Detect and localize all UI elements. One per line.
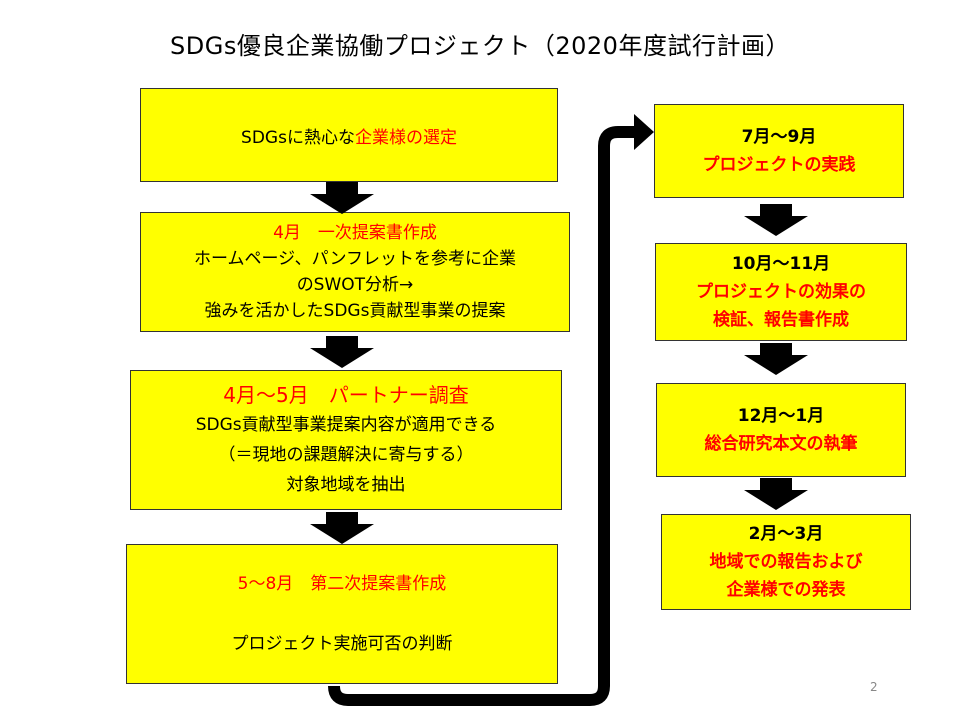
- down-arrow-icon: [744, 343, 808, 375]
- step-task: プロジェクトの実践: [702, 155, 856, 175]
- step-task: 総合研究本文の執筆: [704, 434, 858, 454]
- step-period: 2月～3月: [748, 524, 824, 544]
- step-heading: 5～8月 第二次提案書作成: [237, 574, 447, 594]
- step-effect-verification: 10月～11月 プロジェクトの効果の 検証、報告書作成: [655, 243, 907, 341]
- step-line: のSWOT分析→: [296, 275, 414, 295]
- step-task: 検証、報告書作成: [713, 310, 849, 330]
- step-task: 企業様での発表: [726, 580, 846, 600]
- step-first-proposal: 4月 一次提案書作成 ホームページ、パンフレットを参考に企業 のSWOT分析→ …: [140, 212, 570, 332]
- step-local-report: 2月～3月 地域での報告および 企業様での発表: [661, 514, 911, 610]
- slide-title: SDGs優良企業協働プロジェクト（2020年度試行計画）: [170, 32, 790, 60]
- step-period: 10月～11月: [731, 254, 831, 274]
- step-second-proposal: 5～8月 第二次提案書作成 プロジェクト実施可否の判断: [126, 544, 558, 684]
- step-heading: 4月～5月 パートナー調査: [223, 383, 469, 407]
- step-text: SDGsに熱心な: [241, 127, 355, 148]
- step-line: 対象地域を抽出: [286, 475, 406, 495]
- step-task: プロジェクトの効果の: [696, 282, 866, 302]
- step-text-highlight: 企業様の選定: [354, 127, 457, 148]
- step-partner-research: 4月～5月 パートナー調査 SDGs貢献型事業提案内容が適用できる （＝現地の課…: [130, 370, 562, 510]
- step-heading: 4月 一次提案書作成: [273, 223, 437, 243]
- down-arrow-icon: [310, 182, 374, 214]
- step-line: SDGs貢献型事業提案内容が適用できる: [195, 415, 497, 435]
- step-line: プロジェクト実施可否の判断: [231, 634, 453, 654]
- step-period: 12月～1月: [737, 406, 825, 426]
- step-line: （＝現地の課題解決に寄与する）: [218, 445, 474, 465]
- step-research-writing: 12月～1月 総合研究本文の執筆: [656, 383, 906, 477]
- down-arrow-icon: [310, 512, 374, 544]
- step-line: 強みを活かしたSDGs貢献型事業の提案: [204, 301, 506, 321]
- step-task: 地域での報告および: [709, 552, 863, 572]
- step-project-practice: 7月～9月 プロジェクトの実践: [654, 104, 904, 198]
- down-arrow-icon: [744, 204, 808, 236]
- step-line: SDGsに熱心な企業様の選定: [241, 123, 457, 148]
- step-line: ホームページ、パンフレットを参考に企業: [194, 249, 516, 269]
- step-period: 7月～9月: [741, 127, 817, 147]
- page-number: 2: [870, 680, 878, 694]
- down-arrow-icon: [744, 478, 808, 510]
- down-arrow-icon: [310, 336, 374, 368]
- step-select-companies: SDGsに熱心な企業様の選定: [140, 88, 558, 182]
